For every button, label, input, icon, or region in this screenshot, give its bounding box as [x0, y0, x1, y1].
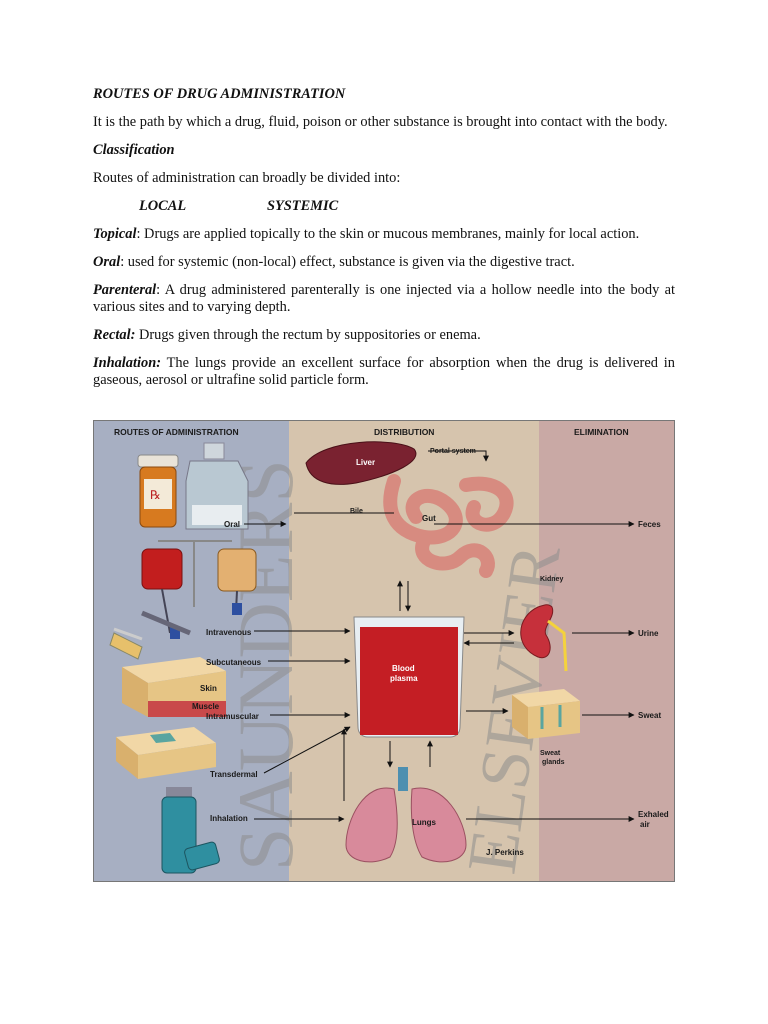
routes-diagram: SAUNDERS ELSEVIER ROUTES OF ADMINISTRATI…: [94, 421, 674, 881]
sweat-gland-icon: [512, 689, 580, 739]
output-exhaled-2: air: [640, 820, 650, 829]
document-title: ROUTES OF DRUG ADMINISTRATION: [93, 86, 346, 102]
route-inhalation: Inhalation: The lungs provide an excelle…: [93, 355, 675, 389]
route-text: used for systemic (non-local) effect, su…: [124, 254, 575, 270]
svg-text:Skin: Skin: [200, 684, 217, 693]
route-label-oral: Oral: [224, 520, 240, 529]
gut-label: Gut: [422, 514, 436, 523]
division-categories: LOCAL SYSTEMIC: [93, 198, 675, 215]
lungs-icon: [345, 767, 467, 863]
route-text: Drugs given through the rectum by suppos…: [135, 327, 481, 343]
route-oral: Oral: used for systemic (non-local) effe…: [93, 254, 575, 270]
division-systemic: SYSTEMIC: [267, 198, 339, 214]
output-feces: Feces: [638, 520, 661, 529]
header-admin: ROUTES OF ADMINISTRATION: [114, 427, 239, 437]
route-text: Drugs are applied topically to the skin …: [140, 226, 640, 242]
document-body: ROUTES OF DRUG ADMINISTRATION It is the …: [93, 86, 675, 400]
sweat-glands-label: Sweat: [540, 750, 561, 757]
route-text: A drug administered parenterally is one …: [93, 282, 675, 315]
route-label: Topical: [93, 226, 137, 242]
skin-block-icon: Skin Muscle: [122, 657, 226, 717]
header-elimination: ELIMINATION: [574, 427, 629, 437]
syringe-icon: [109, 610, 191, 660]
route-label-intramuscular: Intramuscular: [206, 712, 259, 721]
route-label: Parenteral: [93, 282, 157, 298]
intro-paragraph: It is the path by which a drug, fluid, p…: [93, 114, 668, 130]
route-label-transdermal: Transdermal: [210, 770, 258, 779]
division-local: LOCAL: [139, 198, 187, 214]
routes-figure: SAUNDERS ELSEVIER ROUTES OF ADMINISTRATI…: [93, 420, 675, 882]
liquid-bottle-icon: [185, 442, 249, 530]
route-label-intravenous: Intravenous: [206, 628, 252, 637]
svg-text:plasma: plasma: [390, 674, 418, 683]
sweat-glands-label-2: glands: [542, 759, 565, 766]
output-urine: Urine: [638, 629, 659, 638]
output-sweat: Sweat: [638, 711, 661, 720]
svg-text:Liver: Liver: [356, 458, 375, 467]
illustrator-credit: J. Perkins: [486, 848, 524, 857]
gut-icon: [383, 474, 514, 578]
header-distribution: DISTRIBUTION: [374, 427, 434, 437]
output-exhaled: Exhaled: [638, 810, 669, 819]
inhaler-icon: [161, 787, 220, 874]
route-label-subcutaneous: Subcutaneous: [206, 658, 262, 667]
route-label-inhalation: Inhalation: [210, 814, 248, 823]
route-label: Rectal:: [93, 327, 136, 343]
classification-heading: Classification: [93, 142, 175, 158]
route-text: The lungs provide an excellent surface f…: [93, 355, 675, 388]
lungs-label: Lungs: [412, 818, 437, 827]
svg-text:℞: ℞: [150, 488, 161, 502]
kidney-icon: [520, 604, 568, 672]
kidney-label: Kidney: [540, 576, 563, 583]
svg-text:Blood: Blood: [392, 664, 415, 673]
blood-plasma-beaker-icon: Blood plasma: [353, 616, 465, 738]
liver-icon: Liver: [305, 441, 417, 485]
route-topical: Topical: Drugs are applied topically to …: [93, 226, 640, 242]
elimination-panel: [539, 421, 674, 881]
bile-label: Bile: [350, 508, 363, 515]
pill-bottle-icon: ℞: [137, 454, 179, 528]
division-text: Routes of administration can broadly be …: [93, 170, 401, 186]
transdermal-patch-icon: [116, 727, 216, 779]
route-parenteral: Parenteral: A drug administered parenter…: [93, 282, 675, 315]
route-rectal: Rectal: Drugs given through the rectum b…: [93, 327, 675, 344]
route-label: Inhalation:: [93, 355, 161, 371]
iv-bag-icon: [141, 540, 257, 639]
route-label: Oral: [93, 254, 121, 270]
svg-text:Muscle: Muscle: [192, 702, 220, 711]
